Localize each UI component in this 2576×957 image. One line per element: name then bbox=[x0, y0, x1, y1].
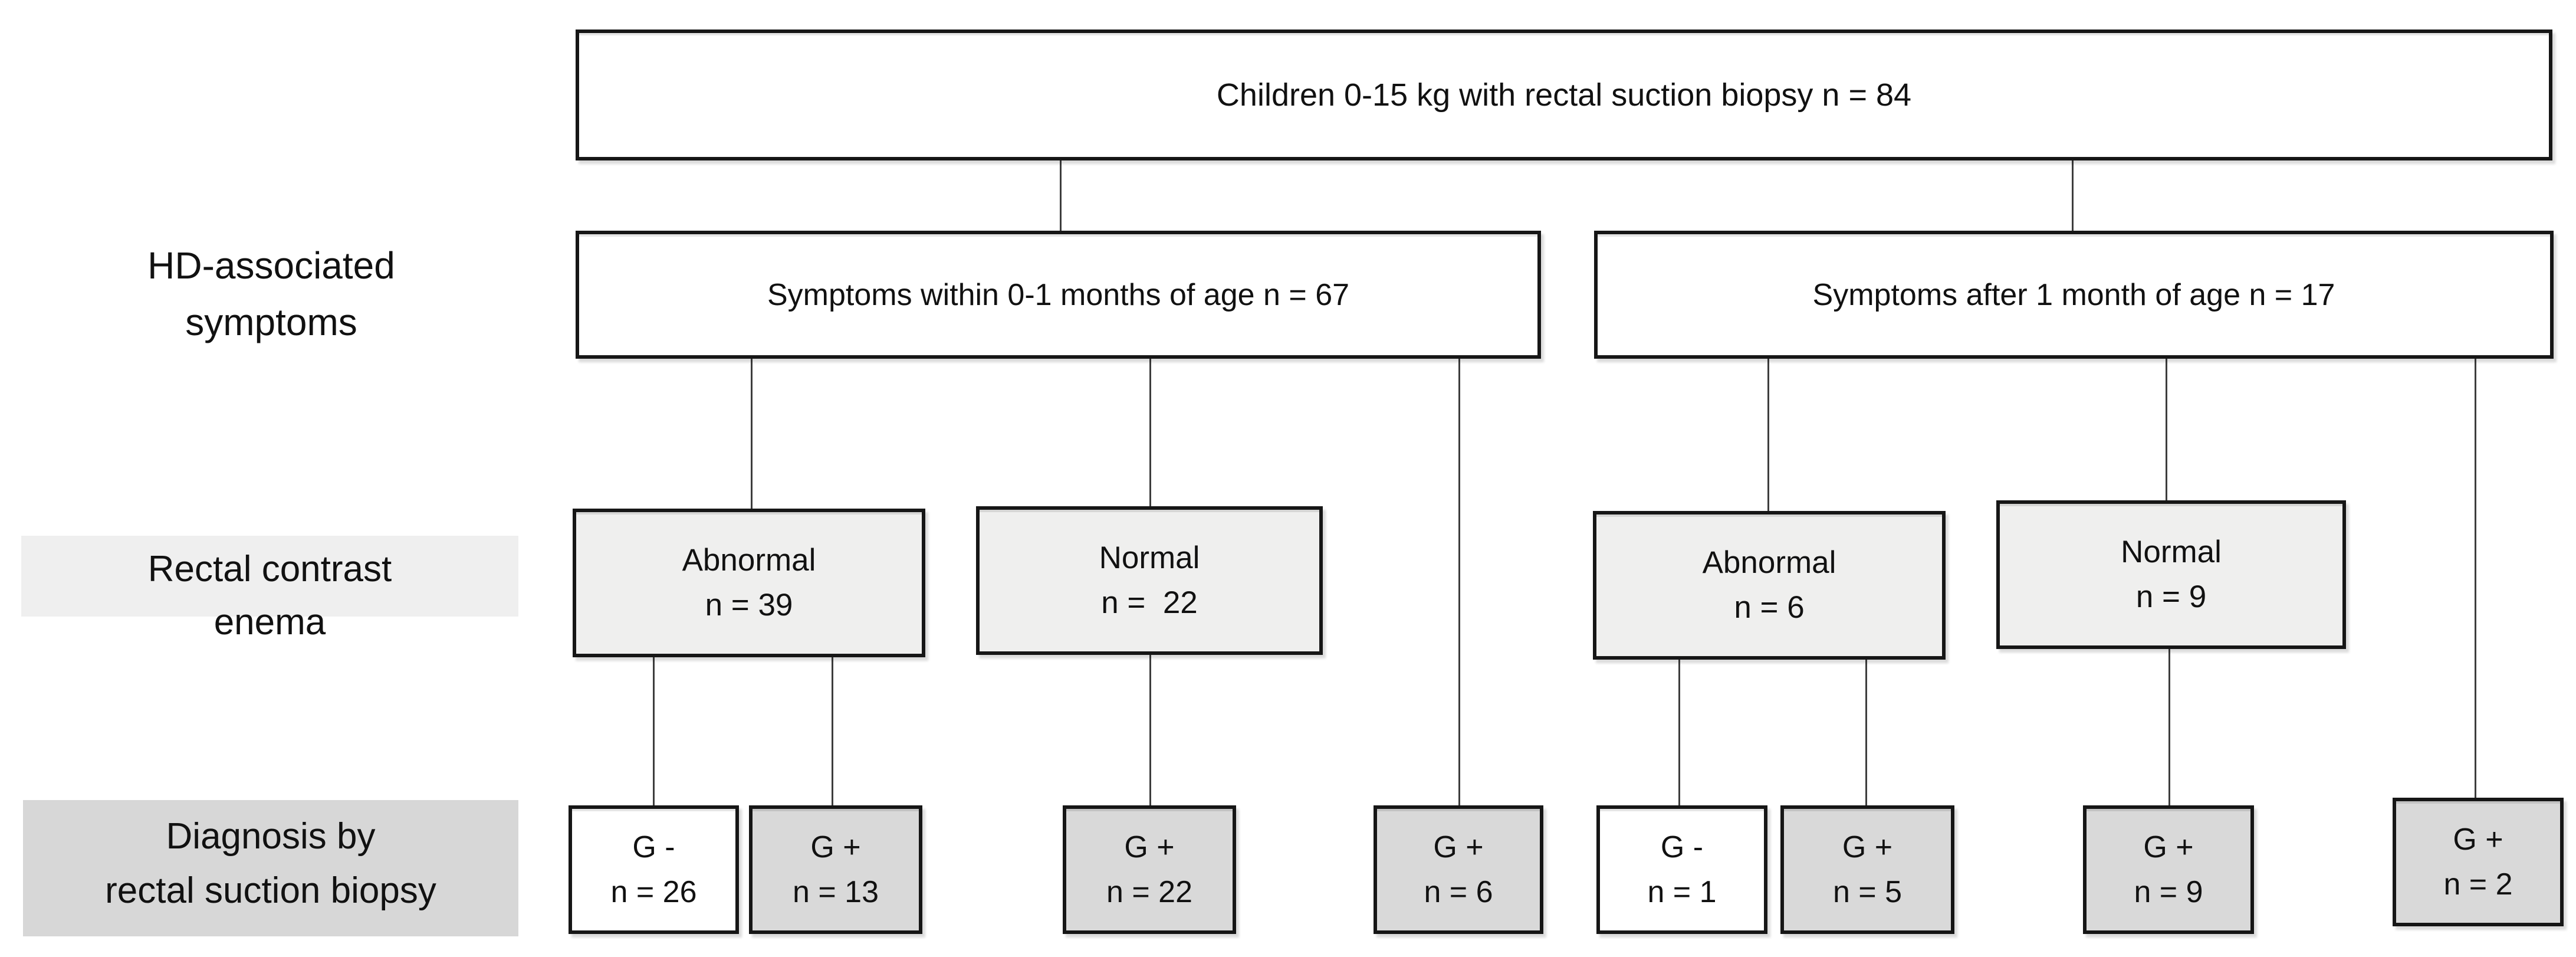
root-box-label: Children 0-15 kg with rectal suction bio… bbox=[1216, 77, 1912, 113]
biopsy-early-abnormal-gpos-label: G + n = 13 bbox=[792, 830, 879, 909]
biopsy-late-abnormal-gpos-label: G + n = 5 bbox=[1832, 830, 1903, 909]
biopsy-early-direct-gpos-box: G + n = 6 bbox=[1374, 805, 1543, 934]
connector-early-to-gpos6 bbox=[1458, 359, 1460, 805]
branch-early-symptoms-label: Symptoms within 0-1 months of age n = 67 bbox=[767, 277, 1350, 312]
biopsy-early-normal-gpos-box: G + n = 22 bbox=[1063, 805, 1236, 934]
branch-late-symptoms-label: Symptoms after 1 month of age n = 17 bbox=[1812, 277, 2335, 312]
connector-normal22-to-gpos22 bbox=[1149, 655, 1151, 805]
biopsy-late-abnormal-gneg-label: G - n = 1 bbox=[1647, 830, 1717, 909]
root-box: Children 0-15 kg with rectal suction bio… bbox=[576, 30, 2552, 160]
connector-root-to-early bbox=[1060, 160, 1062, 231]
connector-abnormal6-to-gneg1 bbox=[1678, 660, 1680, 805]
connector-root-to-late bbox=[2072, 160, 2074, 231]
row-label-hd-symptoms: HD-associated symptoms bbox=[147, 244, 395, 343]
diagnosis-label-band bbox=[23, 800, 518, 936]
row-label-rectal-contrast-enema: Rectal contrast enema bbox=[147, 549, 392, 643]
enema-early-abnormal-box: Abnormal n = 39 bbox=[573, 509, 925, 657]
connector-early-to-normal bbox=[1149, 359, 1151, 506]
row-label-diagnosis-biopsy: Diagnosis by rectal suction biopsy bbox=[105, 816, 436, 911]
enema-late-abnormal-label: Abnormal n = 6 bbox=[1702, 545, 1836, 625]
biopsy-late-abnormal-gneg-box: G - n = 1 bbox=[1596, 805, 1767, 934]
connector-abnormal39-to-gneg26 bbox=[653, 657, 655, 805]
biopsy-late-normal-gpos-box: G + n = 9 bbox=[2083, 805, 2254, 934]
biopsy-early-abnormal-gpos-box: G + n = 13 bbox=[749, 805, 922, 934]
biopsy-late-direct-gpos-box: G + n = 2 bbox=[2393, 798, 2564, 926]
enema-early-normal-box: Normal n = 22 bbox=[976, 506, 1323, 655]
connector-late-to-gpos2 bbox=[2475, 359, 2476, 798]
enema-early-abnormal-label: Abnormal n = 39 bbox=[682, 543, 816, 622]
biopsy-late-abnormal-gpos-box: G + n = 5 bbox=[1780, 805, 1954, 934]
biopsy-early-abnormal-gneg-label: G - n = 26 bbox=[610, 830, 697, 909]
biopsy-late-normal-gpos-label: G + n = 9 bbox=[2134, 830, 2203, 909]
branch-early-symptoms-box: Symptoms within 0-1 months of age n = 67 bbox=[576, 231, 1541, 359]
biopsy-early-normal-gpos-label: G + n = 22 bbox=[1106, 830, 1193, 909]
connector-early-to-abnormal bbox=[751, 359, 753, 509]
enema-late-normal-box: Normal n = 9 bbox=[1996, 500, 2346, 649]
connector-normal9-to-gpos9 bbox=[2168, 649, 2170, 805]
branch-late-symptoms-box: Symptoms after 1 month of age n = 17 bbox=[1594, 231, 2554, 359]
connector-late-to-normal bbox=[2166, 359, 2167, 500]
connector-abnormal39-to-gpos13 bbox=[832, 657, 833, 805]
connector-abnormal6-to-gpos5 bbox=[1865, 660, 1867, 805]
enema-label-band bbox=[21, 536, 518, 617]
connector-late-to-abnormal bbox=[1767, 359, 1769, 511]
biopsy-early-direct-gpos-label: G + n = 6 bbox=[1424, 830, 1493, 909]
biopsy-late-direct-gpos-label: G + n = 2 bbox=[2443, 822, 2513, 902]
enema-late-abnormal-box: Abnormal n = 6 bbox=[1593, 511, 1946, 660]
biopsy-early-abnormal-gneg-box: G - n = 26 bbox=[569, 805, 739, 934]
enema-early-normal-label: Normal n = 22 bbox=[1099, 540, 1200, 620]
enema-late-normal-label: Normal n = 9 bbox=[2121, 535, 2222, 614]
